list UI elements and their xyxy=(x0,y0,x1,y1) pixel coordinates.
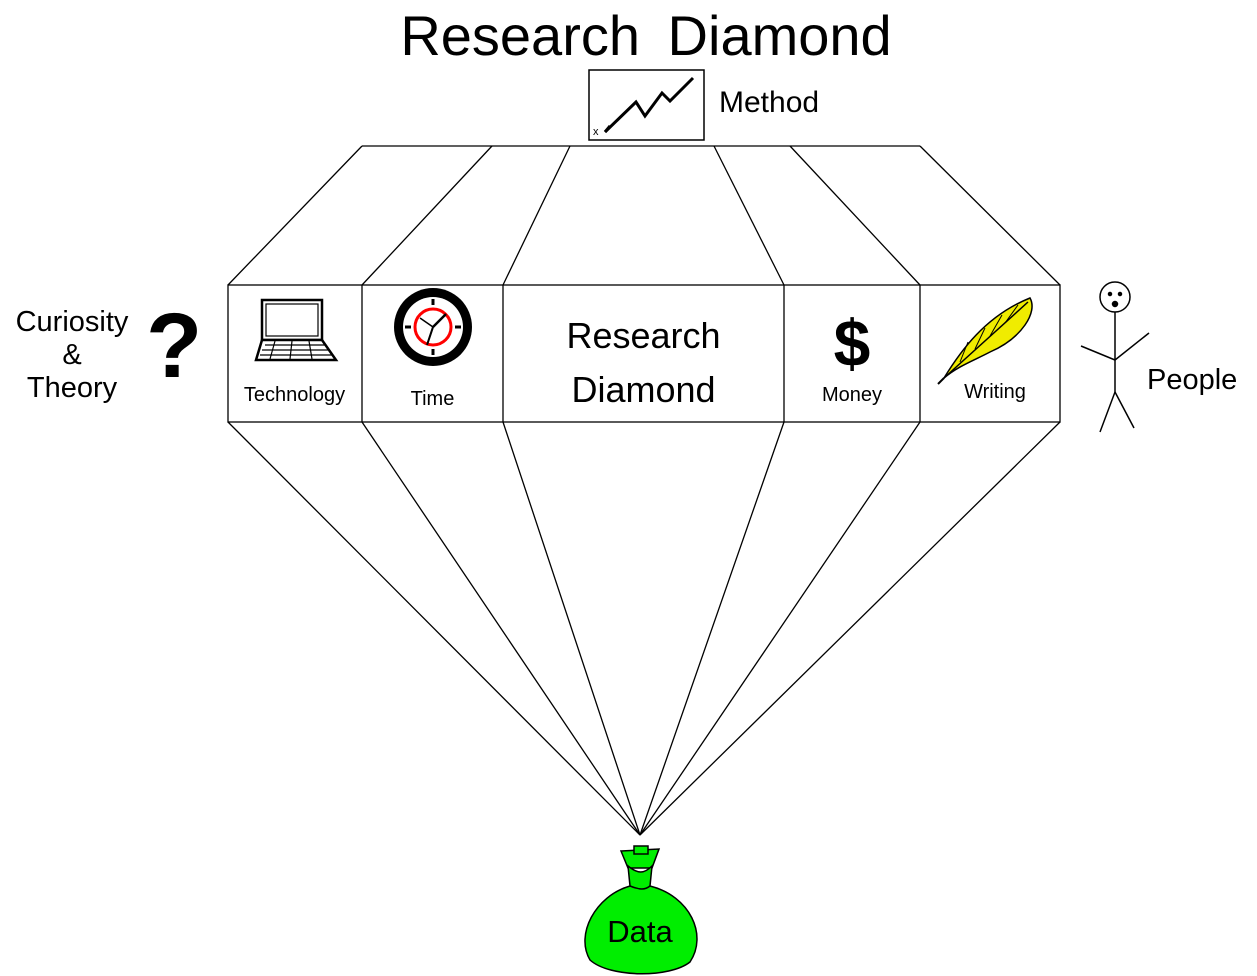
chart-line-icon: x xyxy=(588,69,705,141)
quill-icon xyxy=(937,297,1033,385)
pavilion-line xyxy=(227,421,641,836)
laptop-icon xyxy=(254,298,339,362)
dollar-icon: $ xyxy=(833,306,871,380)
pavilion-line xyxy=(639,421,1061,836)
facet-line xyxy=(919,145,1061,286)
time-label: Time xyxy=(410,388,455,410)
method-label: Method xyxy=(719,86,820,119)
technology-label: Technology xyxy=(243,384,346,406)
money-bag-icon xyxy=(584,845,698,975)
center-label: Research Diamond xyxy=(566,315,721,410)
girdle-band xyxy=(227,284,1061,423)
pavilion-line xyxy=(639,421,785,836)
money-label: Money xyxy=(821,384,883,406)
question-icon: ? xyxy=(146,295,203,397)
pavilion-line xyxy=(639,421,921,836)
curiosity-theory-label: Curiosity & Theory xyxy=(15,306,129,404)
stick-figure-icon xyxy=(1080,281,1150,433)
svg-text:x: x xyxy=(593,126,599,138)
facet-line xyxy=(713,145,785,286)
facet-line xyxy=(789,145,921,286)
facet-line xyxy=(361,145,493,286)
data-label: Data xyxy=(607,914,673,949)
facet-line xyxy=(502,145,571,286)
diamond-outline xyxy=(227,145,1061,836)
writing-label: Writing xyxy=(964,381,1026,403)
facet-line xyxy=(227,145,363,286)
clock-icon xyxy=(394,288,472,366)
page-title: Research Diamond xyxy=(400,4,892,67)
pavilion-line xyxy=(361,421,641,836)
people-label: People xyxy=(1147,364,1238,396)
pavilion-line xyxy=(502,421,641,836)
